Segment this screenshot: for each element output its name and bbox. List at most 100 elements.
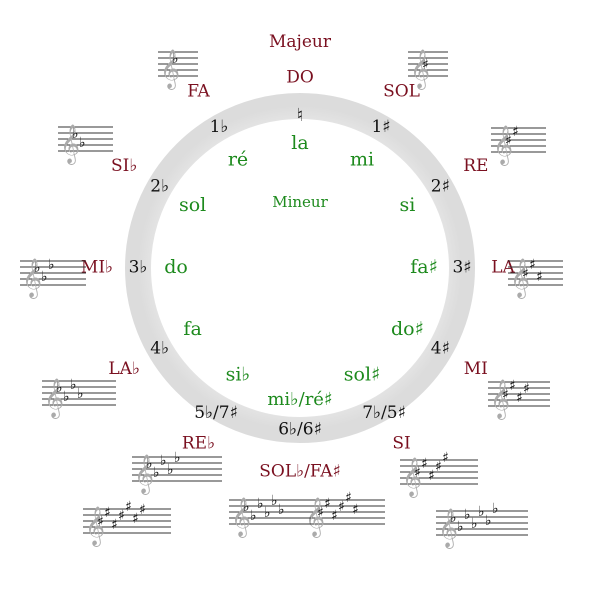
sharp-icon: ♯ xyxy=(331,508,338,524)
flat-icon: ♭ xyxy=(492,501,499,517)
sharp-icon: ♯ xyxy=(97,514,104,530)
major-key-label: RE xyxy=(463,156,488,176)
minor-key-label: mi♭/ré♯ xyxy=(267,389,332,410)
major-key-label: FA xyxy=(187,82,210,102)
treble-clef-icon: 𝄞 xyxy=(85,506,105,547)
major-key-label: MI♭ xyxy=(81,258,113,278)
major-title: Majeur xyxy=(269,32,332,52)
sharp-icon: ♯ xyxy=(324,496,331,512)
treble-clef-icon: 𝄞 xyxy=(134,454,154,495)
treble-clef-icon: 𝄞 xyxy=(22,258,42,299)
flat-icon: ♭ xyxy=(41,269,48,285)
major-key-label: SOL xyxy=(383,82,420,102)
treble-clef-icon: 𝄞 xyxy=(493,125,513,166)
flat-icon: ♭ xyxy=(79,135,86,151)
flat-icon: ♭ xyxy=(271,493,278,509)
key-signature-label: 5♭/7♯ xyxy=(194,403,238,423)
flat-icon: ♭ xyxy=(478,504,485,520)
treble-clef-icon: 𝄞 xyxy=(305,497,325,538)
flat-icon: ♭ xyxy=(56,380,63,396)
sharp-icon: ♯ xyxy=(523,381,530,397)
major-key-label: MI xyxy=(464,359,488,379)
flat-icon: ♭ xyxy=(167,462,174,478)
treble-clef-icon: 𝄞 xyxy=(60,124,80,165)
staff-3: 𝄞♯♯♯ xyxy=(508,257,563,299)
sharp-icon: ♯ xyxy=(509,378,516,394)
flat-icon: ♭ xyxy=(174,450,181,466)
sharp-icon: ♯ xyxy=(522,266,529,282)
treble-clef-icon: 𝄞 xyxy=(410,49,430,90)
sharp-icon: ♯ xyxy=(345,490,352,506)
key-signature-label: 4♭ xyxy=(150,339,169,359)
sharp-icon: ♯ xyxy=(505,133,512,149)
flat-icon: ♭ xyxy=(34,260,41,276)
minor-title: Mineur xyxy=(272,193,328,211)
staff-12: 𝄞♭♭ xyxy=(58,124,113,165)
treble-clef-icon: 𝄞 xyxy=(231,497,251,538)
sharp-icon: ♯ xyxy=(118,508,125,524)
sharp-icon: ♯ xyxy=(132,511,139,527)
key-signature-label: ♮ xyxy=(297,105,303,126)
treble-clef-icon: 𝄞 xyxy=(438,508,458,549)
key-signature-label: 3♯ xyxy=(452,258,471,278)
sharp-icon: ♯ xyxy=(516,390,523,406)
major-key-label: LA♭ xyxy=(108,359,140,379)
sharp-icon: ♯ xyxy=(529,257,536,273)
sharp-icon: ♯ xyxy=(422,57,429,73)
flat-icon: ♭ xyxy=(485,513,492,529)
major-key-label: SI xyxy=(392,433,410,453)
sharp-icon: ♯ xyxy=(442,450,449,466)
staff-14: 𝄞♭♭♭♭♭♭♭ xyxy=(436,501,528,549)
key-signature-label: 3♭ xyxy=(129,258,148,278)
flat-icon: ♭ xyxy=(243,499,250,515)
key-signatures: ♮1♯2♯3♯4♯7♭/5♯6♭/6♯5♭/7♯4♭3♭2♭1♭ xyxy=(129,105,472,440)
flat-icon: ♭ xyxy=(264,505,271,521)
minor-key-label: mi xyxy=(350,149,374,171)
sharp-icon: ♯ xyxy=(428,468,435,484)
flat-icon: ♭ xyxy=(70,377,77,393)
major-key-label: SOL♭/FA♯ xyxy=(259,462,340,482)
treble-clef-icon: 𝄞 xyxy=(490,379,510,420)
key-signature-label: 2♯ xyxy=(431,177,450,197)
sharp-icon: ♯ xyxy=(414,465,421,481)
sharp-icon: ♯ xyxy=(512,124,519,140)
major-key-label: DO xyxy=(286,68,314,88)
minor-key-label: sol xyxy=(179,194,206,216)
flat-icon: ♭ xyxy=(160,453,167,469)
sharp-icon: ♯ xyxy=(104,505,111,521)
treble-clef-icon: 𝄞 xyxy=(44,378,64,419)
sharp-icon: ♯ xyxy=(536,269,543,285)
flat-icon: ♭ xyxy=(172,51,179,67)
key-signature-label: 4♯ xyxy=(431,339,450,359)
sharp-icon: ♯ xyxy=(421,456,428,472)
staff-diagrams: 𝄞♯𝄞♯♯𝄞♯♯♯𝄞♯♯♯♯𝄞♯♯♯♯♯𝄞♯♯♯♯♯♯𝄞♭♭♭♭♭♭𝄞♯♯♯♯♯… xyxy=(20,49,563,549)
key-signature-label: 1♯ xyxy=(371,117,390,137)
minor-key-label: sol♯ xyxy=(344,363,380,385)
flat-icon: ♭ xyxy=(72,126,79,142)
minor-key-label: la xyxy=(291,132,308,154)
flat-icon: ♭ xyxy=(457,519,464,535)
flat-icon: ♭ xyxy=(48,257,55,273)
sharp-icon: ♯ xyxy=(317,505,324,521)
minor-key-label: do♯ xyxy=(391,318,424,340)
flat-icon: ♭ xyxy=(146,456,153,472)
staff-8: 𝄞♯♯♯♯♯♯♯ xyxy=(83,499,171,547)
flat-icon: ♭ xyxy=(63,389,70,405)
staff-7: 𝄞♭♭♭♭♭♭ xyxy=(229,493,311,538)
major-key-label: RE♭ xyxy=(182,433,215,453)
staff-2: 𝄞♯♯ xyxy=(491,124,546,166)
flat-icon: ♭ xyxy=(77,386,84,402)
flat-icon: ♭ xyxy=(153,465,160,481)
flat-icon: ♭ xyxy=(471,516,478,532)
sharp-icon: ♯ xyxy=(502,387,509,403)
sharp-icon: ♯ xyxy=(338,499,345,515)
key-signature-label: 2♭ xyxy=(150,177,169,197)
staff-9: 𝄞♭♭♭♭♭ xyxy=(132,450,222,495)
staff-13: 𝄞♭ xyxy=(158,49,198,90)
staff-11: 𝄞♭♭♭ xyxy=(20,257,86,299)
sharp-icon: ♯ xyxy=(125,499,132,515)
